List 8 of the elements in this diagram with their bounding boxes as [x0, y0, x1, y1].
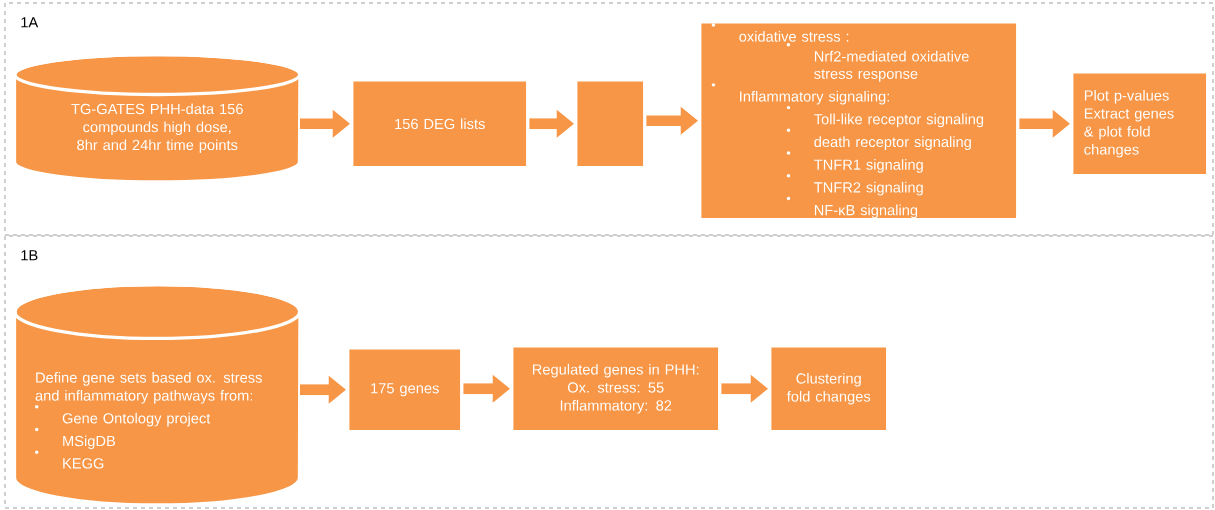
process-box: Plot p-values Extract genes & plot fold changes	[1070, 70, 1210, 178]
process-box: 156 DEG lists	[350, 78, 530, 170]
process-box: Clustering fold changes	[768, 344, 890, 434]
list-box: oxidative stress : Nrf2-mediated oxidative stress response Inflammatory signaling: Toll-like receptor signaling death receptor signaling TNFR1 signaling TNFR2 signaling NF-κB signaling	[698, 20, 1020, 222]
database-cylinder: TG-GATES PHH-data 156 compounds high dose, 8hr and 24hr time points	[12, 52, 302, 184]
database-cylinder: Define gene sets based ox. stress and inflammatory pathways from: Gene Ontology project MSigDB KEGG	[12, 282, 302, 507]
process-box: 175 genes	[346, 346, 464, 434]
process-box: Regulated genes in PHH: Ox. stress: 55 Inflammatory: 82	[510, 344, 722, 434]
